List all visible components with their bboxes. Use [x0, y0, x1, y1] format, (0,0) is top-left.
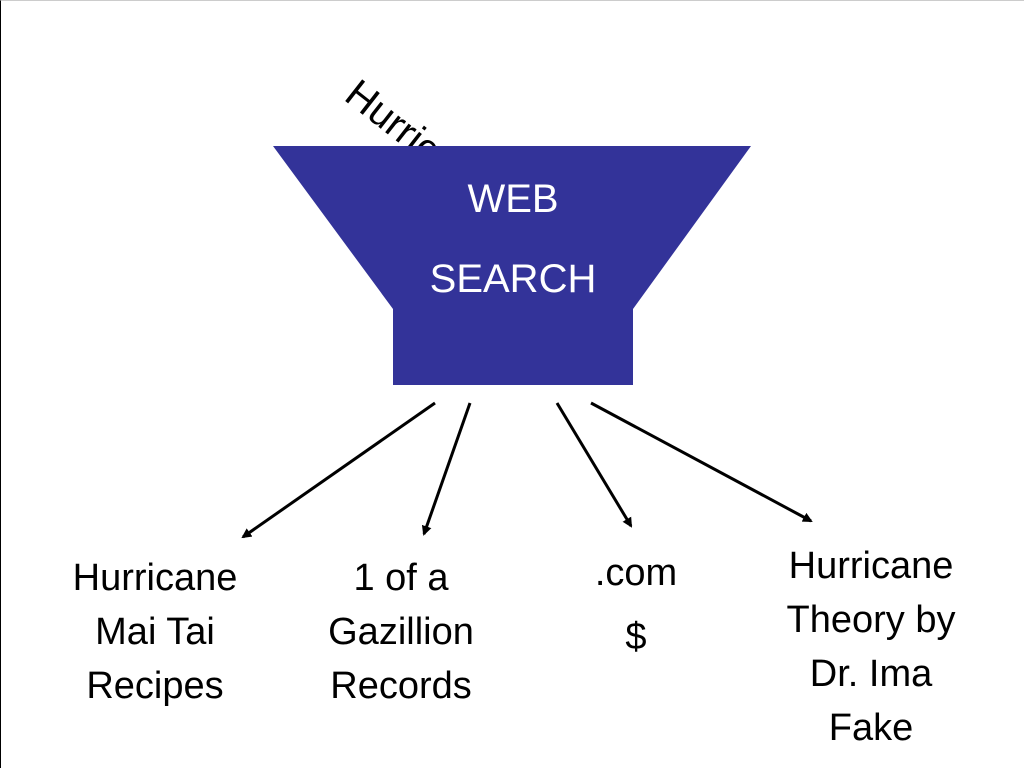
result-line: Recipes — [86, 665, 224, 707]
funnel-label-web: WEB — [467, 177, 559, 221]
result-hurricane-theory: Hurricane Theory by Dr. Ima Fake — [751, 539, 991, 755]
result-line: Mai Tai — [95, 611, 215, 653]
result-gazillion-records: 1 of a Gazillion Records — [291, 551, 511, 713]
arrow-to-theory — [590, 401, 813, 523]
result-line: Theory by — [786, 599, 956, 641]
result-line: Dr. Ima — [809, 653, 933, 695]
dollar-sign: $ — [625, 616, 647, 658]
result-mai-tai-recipes: Hurricane Mai Tai Recipes — [45, 551, 265, 713]
result-line: Hurricane — [788, 545, 954, 587]
result-line: Records — [330, 665, 472, 707]
result-line: Hurricane — [72, 557, 238, 599]
funnel-label-search: SEARCH — [429, 257, 597, 301]
arrow-to-mai-tai — [241, 401, 436, 539]
result-dot-com: .com $ — [561, 546, 711, 664]
arrow-to-com — [555, 402, 633, 528]
funnel-shape — [273, 146, 751, 385]
result-line: Fake — [828, 707, 914, 749]
arrow-to-gazillion — [421, 402, 472, 536]
result-line: 1 of a — [353, 557, 449, 599]
result-line: .com — [594, 552, 678, 594]
result-line: Gazillion — [328, 611, 474, 653]
